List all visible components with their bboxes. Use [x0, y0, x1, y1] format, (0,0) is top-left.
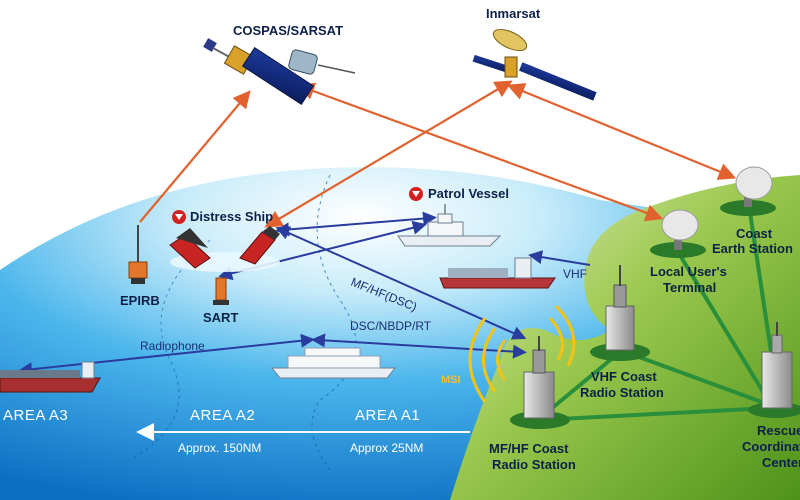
epirb-label: EPIRB	[120, 293, 160, 308]
link-epirb-cospas	[139, 90, 251, 223]
link-radiophone	[18, 333, 315, 377]
local-user-terminal-icon	[650, 209, 706, 258]
distress-alert-icon	[172, 210, 186, 224]
cargo-ship-icon	[439, 257, 556, 289]
container-ship-icon	[0, 361, 101, 393]
link-vhf-rcc	[619, 348, 771, 407]
patrol-vessel-icon	[397, 204, 502, 247]
link-mfhf-rcc	[539, 406, 771, 422]
distress-ship-label: Distress Ship	[190, 209, 273, 224]
area-a3-label: AREA A3	[3, 407, 68, 424]
dsc-nbdp-rt-label: DSC/NBDP/RT	[350, 319, 432, 333]
local-user-terminal-label-2: Terminal	[663, 280, 716, 295]
sart-label: SART	[203, 310, 238, 325]
link-mfhf-dsc	[275, 226, 527, 340]
cruise-ship-icon	[270, 347, 397, 379]
area-a1-range-label: Approx 25NM	[350, 441, 423, 455]
distress-ship-icon	[169, 226, 280, 272]
area-a2-label: AREA A2	[190, 407, 255, 424]
patrol-alert-icon	[409, 187, 423, 201]
radio-links	[18, 211, 591, 377]
msi-waves-icon	[468, 304, 576, 403]
cospas-label: COSPAS/SARSAT	[233, 23, 343, 38]
mf-hf-coast-station-label-2: Radio Station	[492, 457, 576, 472]
vhf-label: VHF	[563, 267, 587, 281]
rcc-label-2: Coordinat	[742, 439, 800, 454]
rescue-coordination-center-icon	[748, 322, 800, 418]
msi-label: MSI	[441, 374, 461, 386]
link-distress-inmarsat	[264, 80, 513, 228]
vhf-coast-station-icon	[590, 265, 650, 361]
sart-icon	[213, 277, 229, 305]
link-local-user-rcc	[676, 250, 770, 402]
coast-earth-station-label-1: Coast	[736, 226, 773, 241]
cospas-satellite-icon	[203, 38, 356, 105]
radiophone-label: Radiophone	[140, 339, 205, 353]
vhf-coast-station-label-2: Radio Station	[580, 385, 664, 400]
local-user-terminal-label-1: Local User's	[650, 264, 727, 279]
coast-earth-station-label-2: Earth Station	[712, 241, 793, 256]
vhf-coast-station-label-1: VHF Coast	[591, 369, 657, 384]
area-a2-range-label: Approx. 150NM	[178, 441, 261, 455]
mf-hf-coast-station-label-1: MF/HF Coast	[489, 441, 569, 456]
link-inmarsat-coast-earth	[506, 83, 737, 180]
link-dsc-nbdp-rt	[311, 333, 527, 359]
patrol-vessel-label: Patrol Vessel	[428, 186, 509, 201]
rcc-label-1: Rescue	[757, 423, 800, 438]
mf-hf-coast-station-icon	[510, 336, 570, 429]
station-links	[538, 211, 780, 422]
coast-earth-station-icon	[720, 166, 776, 216]
rcc-label-3: Center	[762, 455, 800, 470]
epirb-buoy-icon	[128, 225, 148, 284]
satellite-links	[139, 80, 737, 228]
inmarsat-satellite-icon	[472, 28, 597, 101]
area-a1-label: AREA A1	[355, 407, 420, 424]
link-vhf	[528, 250, 591, 266]
inmarsat-label: Inmarsat	[486, 6, 541, 21]
